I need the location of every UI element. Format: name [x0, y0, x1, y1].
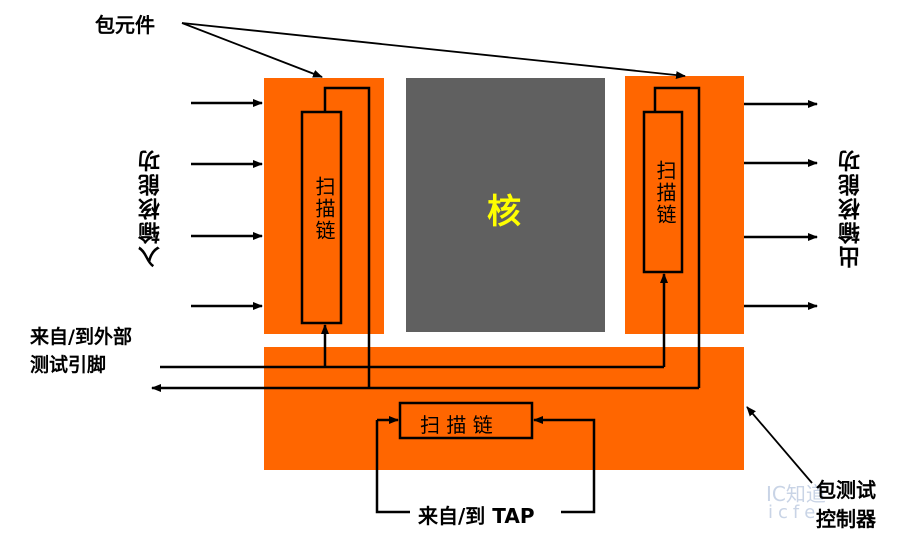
wrapper-elements-label: 包元件	[95, 13, 155, 37]
bottom-scan-chain-label: 扫 描 链	[420, 413, 493, 437]
input-arrows	[191, 99, 263, 310]
wrapper-pointer-lines	[181, 22, 686, 80]
bottom-scan-chain-box	[398, 401, 534, 440]
watermark-line2: icfe	[768, 502, 821, 523]
right-scan-chain-label: 扫描链	[653, 160, 677, 226]
bottom-controller-block	[264, 347, 744, 470]
tap-label: 来自/到 TAP	[418, 504, 535, 528]
watermark-line1: IC知道	[766, 482, 826, 506]
controller-pointer-line	[746, 406, 813, 484]
input-function-label: 入输核能功	[139, 148, 164, 268]
right-scan-chain-box	[642, 110, 684, 274]
left-wrapper-block	[264, 78, 384, 334]
external-pins-label-line2: 测试引脚	[30, 354, 107, 376]
core-label: 核	[487, 192, 521, 232]
output-arrows	[744, 100, 818, 310]
controller-label-line2: 控制器	[816, 507, 876, 531]
controller-label-line1: 包测试	[816, 478, 876, 502]
left-scan-chain-box	[300, 110, 343, 325]
left-scan-chain-label: 扫描链	[312, 176, 336, 242]
scan-wiring	[151, 86, 701, 514]
core-block	[406, 78, 605, 332]
external-pins-label-line1: 来自/到外部	[30, 326, 132, 348]
output-function-label: 出输核能功	[839, 148, 864, 268]
